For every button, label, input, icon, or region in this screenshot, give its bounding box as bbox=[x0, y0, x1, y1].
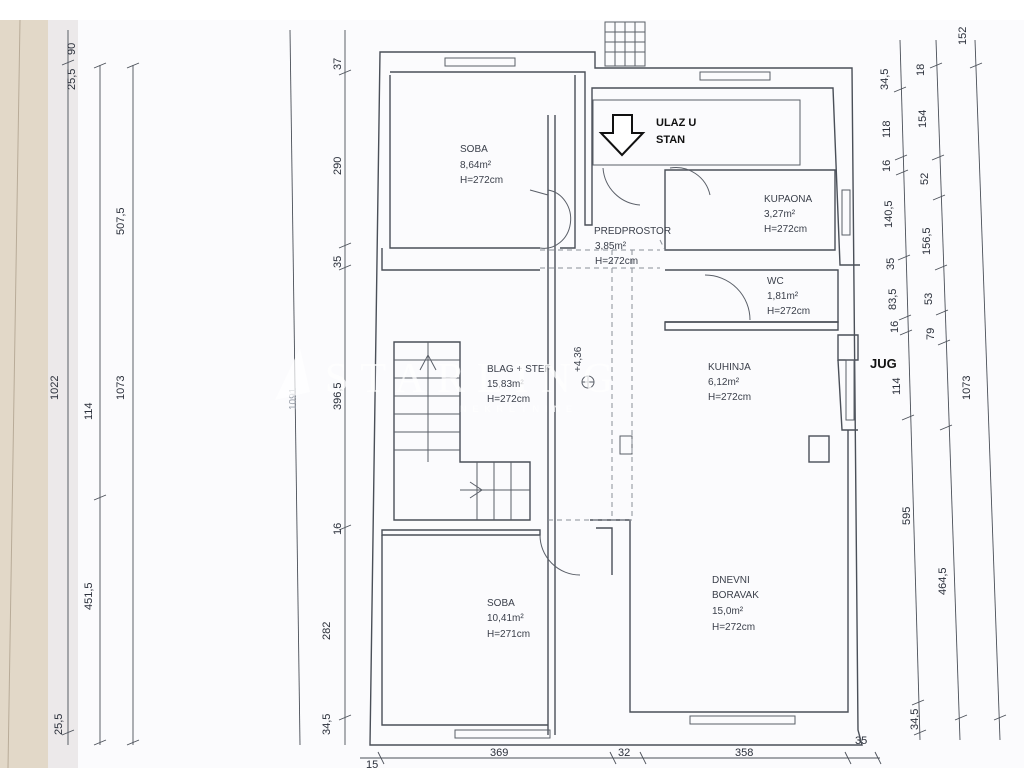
dim-left-1073: 1073 bbox=[115, 376, 127, 400]
room-dnevni-boravak: DNEVNI BORAVAK 15,0m² H=272cm bbox=[712, 575, 759, 633]
dim-right-118: 118 bbox=[881, 120, 893, 138]
entrance-steps bbox=[604, 21, 646, 67]
elevation-marker: +4,36 bbox=[573, 346, 595, 389]
room-area: 6,12m² bbox=[708, 377, 740, 388]
room-soba-top: SOBA 8,64m² H=272cm bbox=[460, 144, 503, 186]
watermark-logo-icon bbox=[275, 348, 310, 400]
dim-left-451-5: 451,5 bbox=[83, 582, 95, 610]
binder-line bbox=[7, 19, 21, 768]
dim-room-34-5: 34,5 bbox=[321, 714, 333, 735]
dim-left-25-5-top: 25,5 bbox=[66, 69, 78, 90]
staircase bbox=[394, 342, 530, 520]
windows bbox=[444, 57, 855, 739]
room-height: H=272cm bbox=[764, 224, 807, 235]
dim-left-507-5: 507,5 bbox=[115, 207, 127, 235]
dim-left-1022: 1022 bbox=[49, 376, 61, 400]
room-height: H=272cm bbox=[487, 394, 530, 405]
room-area: 1,81m² bbox=[767, 291, 799, 302]
dim-right-83-5: 83,5 bbox=[887, 289, 899, 310]
dim-right-34-5-top: 34,5 bbox=[879, 69, 891, 90]
dim-room-35: 35 bbox=[332, 256, 344, 268]
dim-right-154: 154 bbox=[917, 110, 929, 128]
room-area: 15,0m² bbox=[712, 606, 744, 617]
room-soba-bottom: SOBA 10,41m² H=271cm bbox=[487, 598, 530, 640]
dim-right-16-b: 16 bbox=[889, 321, 901, 333]
entrance-label-line1: ULAZ U bbox=[656, 117, 696, 129]
room-area: 3,27m² bbox=[764, 209, 796, 220]
dim-left-114: 114 bbox=[83, 402, 95, 420]
dim-bottom-15: 15 bbox=[366, 759, 378, 768]
orientation-label: JUG bbox=[870, 356, 897, 371]
room-height: H=272cm bbox=[712, 622, 755, 633]
dim-room-396-5: 396,5 bbox=[332, 382, 344, 410]
dim-room-37: 37 bbox=[332, 58, 344, 70]
dim-right-34-5-bottom: 34,5 bbox=[909, 709, 921, 730]
dim-right-16-a: 16 bbox=[881, 160, 893, 172]
right-dimensions: 34,5 118 16 140,5 35 83,5 16 114 595 34,… bbox=[879, 27, 1007, 741]
bottom-dimensions: 15 369 32 358 35 bbox=[360, 735, 882, 768]
dim-bottom-358: 358 bbox=[735, 747, 753, 759]
dim-right-156-5: 156,5 bbox=[921, 227, 933, 255]
dim-right-114: 114 bbox=[891, 377, 903, 395]
dim-faded-1091: 1091 bbox=[288, 387, 299, 410]
room-name: KUHINJA bbox=[708, 362, 751, 373]
room-name-line1: DNEVNI bbox=[712, 575, 750, 586]
room-wc: WC 1,81m² H=272cm bbox=[767, 276, 810, 317]
room-predprostor: PREDPROSTOR 3,85m² H=272cm bbox=[594, 226, 671, 267]
room-kuhinja: KUHINJA 6,12m² H=272cm bbox=[708, 362, 751, 403]
room-name: SOBA bbox=[460, 144, 488, 155]
dim-right-595: 595 bbox=[901, 507, 913, 525]
room-height: H=272cm bbox=[767, 306, 810, 317]
room-name: KUPAONA bbox=[764, 194, 812, 205]
dim-right-140-5: 140,5 bbox=[883, 200, 895, 228]
room-name: SOBA bbox=[487, 598, 515, 609]
watermark-sub: NEKRETNINE bbox=[460, 404, 578, 414]
dim-right-464-5: 464,5 bbox=[937, 567, 949, 595]
room-name: BLAG + STEF bbox=[487, 364, 551, 375]
dim-room-290: 290 bbox=[332, 157, 344, 175]
dim-left-25-5-bottom: 25,5 bbox=[53, 714, 65, 735]
dim-room-16: 16 bbox=[332, 523, 344, 535]
room-height: H=271cm bbox=[487, 629, 530, 640]
room-area: 15,83m² bbox=[487, 379, 524, 390]
binder-shadow bbox=[48, 20, 78, 768]
elevation-label: +4,36 bbox=[573, 346, 584, 372]
dim-room-282: 282 bbox=[321, 622, 333, 640]
room-height: H=272cm bbox=[708, 392, 751, 403]
room-height: H=272cm bbox=[460, 175, 503, 186]
room-area: 3,85m² bbox=[595, 241, 627, 252]
top-border bbox=[0, 0, 1024, 20]
entrance-label-line2: STAN bbox=[656, 134, 685, 146]
dim-bottom-32: 32 bbox=[618, 747, 630, 759]
dim-left-90: 90 bbox=[66, 43, 78, 55]
dim-right-52: 52 bbox=[919, 173, 931, 185]
dim-right-35: 35 bbox=[885, 258, 897, 270]
watermark-brand: STARLING bbox=[325, 356, 625, 402]
room-name: PREDPROSTOR bbox=[594, 226, 671, 237]
room-name-line2: BORAVAK bbox=[712, 590, 759, 601]
dim-bottom-369: 369 bbox=[490, 747, 508, 759]
dashed-overhead bbox=[540, 239, 666, 521]
room-kupaona: KUPAONA 3,27m² H=272cm bbox=[764, 194, 812, 235]
room-name: WC bbox=[767, 276, 784, 287]
dim-right-1073: 1073 bbox=[961, 376, 973, 400]
doors bbox=[529, 167, 751, 576]
dim-right-18: 18 bbox=[915, 64, 927, 76]
dim-right-53: 53 bbox=[923, 293, 935, 305]
dim-right-79: 79 bbox=[925, 328, 937, 340]
watermark: STARLING NEKRETNINE bbox=[275, 348, 625, 414]
room-blag: BLAG + STEF 15,83m² H=272cm bbox=[487, 364, 551, 405]
room-area: 8,64m² bbox=[460, 160, 492, 171]
room-area: 10,41m² bbox=[487, 613, 524, 624]
entrance-arrow-icon bbox=[598, 114, 646, 157]
room-height: H=272cm bbox=[595, 256, 638, 267]
dim-right-152: 152 bbox=[957, 27, 969, 45]
